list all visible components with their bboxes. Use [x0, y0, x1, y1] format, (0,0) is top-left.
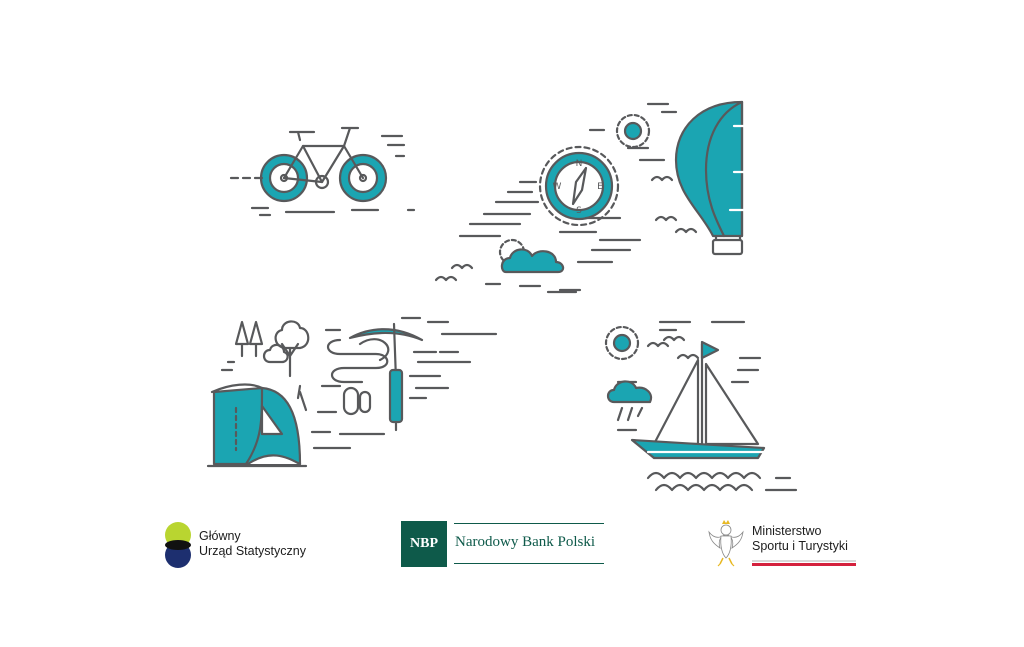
cloud-icon: [484, 238, 578, 294]
svg-text:E: E: [597, 182, 603, 192]
nbp-logo: NBP Narodowy Bank Polski: [401, 521, 606, 567]
svg-text:S: S: [576, 206, 582, 216]
hot-air-balloon-icon: [626, 100, 746, 256]
gus-name: Główny Urząd Statystyczny: [199, 529, 306, 559]
sun-icon: [615, 113, 651, 149]
tent-icon: [206, 383, 308, 468]
msit-logo: Ministerstwo Sportu i Turystyki: [706, 518, 858, 570]
white-eagle-icon: [708, 520, 744, 567]
nbp-name: Narodowy Bank Polski: [455, 534, 595, 550]
sun-icon: [604, 325, 640, 361]
cloud-icon: [606, 380, 653, 422]
ice-axe-icon: [310, 316, 498, 450]
trees-icon: [220, 320, 310, 378]
gus-emblem-icon: [165, 522, 191, 568]
svg-text:N: N: [576, 159, 583, 169]
svg-text:W: W: [553, 182, 562, 192]
bicycle-icon: [226, 126, 416, 217]
flag-white-stripe: [752, 560, 856, 562]
msit-name: Ministerstwo Sportu i Turystyki: [752, 524, 848, 554]
gus-name-line1: Główny: [199, 529, 241, 543]
msit-name-line2: Sportu i Turystyki: [752, 539, 848, 553]
flag-red-stripe: [752, 563, 856, 566]
nbp-bottom-rule: [454, 563, 604, 564]
nbp-abbr: NBP: [401, 521, 447, 567]
waves-icon: [646, 471, 798, 492]
birds-icon: [434, 175, 698, 282]
gus-logo: Główny Urząd Statystyczny: [163, 522, 323, 568]
compass-icon: N S W E: [458, 128, 642, 292]
carabiner-icon: [342, 386, 372, 416]
rope-icon: [326, 338, 390, 384]
msit-name-line1: Ministerstwo: [752, 524, 822, 538]
nbp-top-rule: [454, 523, 604, 524]
gus-name-line2: Urząd Statystyczny: [199, 544, 306, 558]
